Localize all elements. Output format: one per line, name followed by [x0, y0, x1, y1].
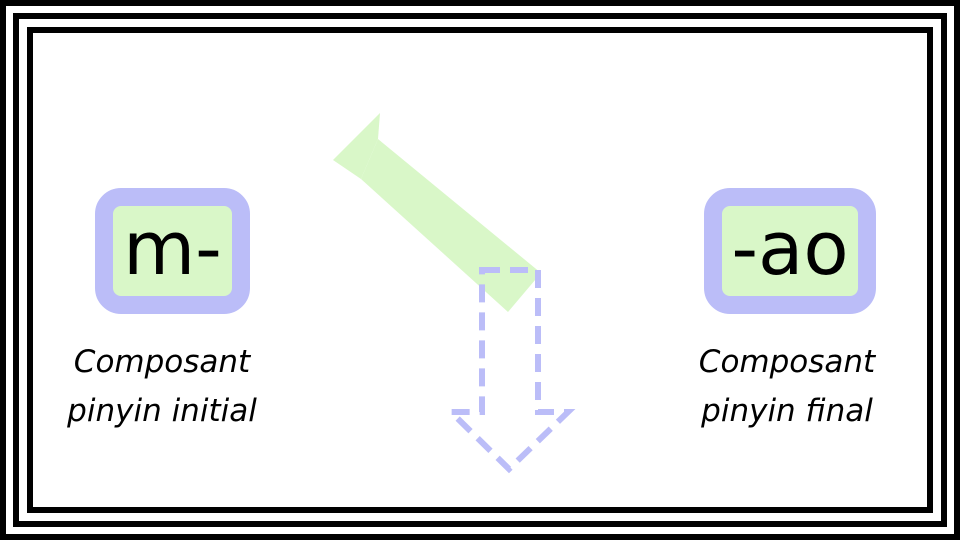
- pinyin-initial-text: m-: [123, 206, 222, 292]
- pinyin-final-caption: Composant pinyin final: [637, 338, 937, 436]
- pinyin-final-box: -ao: [704, 188, 876, 314]
- dashed-arrow-down-icon: [443, 267, 576, 474]
- pinyin-final-text: -ao: [731, 206, 849, 292]
- middle-frame-line: [13, 13, 947, 527]
- arrow-up-left-icon: [333, 113, 541, 312]
- initial-caption-line-2: pinyin initial: [67, 393, 257, 429]
- final-caption-line-1: Composant: [698, 344, 876, 380]
- initial-caption-line-1: Composant: [73, 344, 251, 380]
- final-caption-line-2: pinyin final: [701, 393, 873, 429]
- pinyin-initial-caption: Composant pinyin initial: [12, 338, 312, 436]
- inner-frame-line: [27, 27, 933, 513]
- pinyin-initial-box: m-: [95, 188, 250, 314]
